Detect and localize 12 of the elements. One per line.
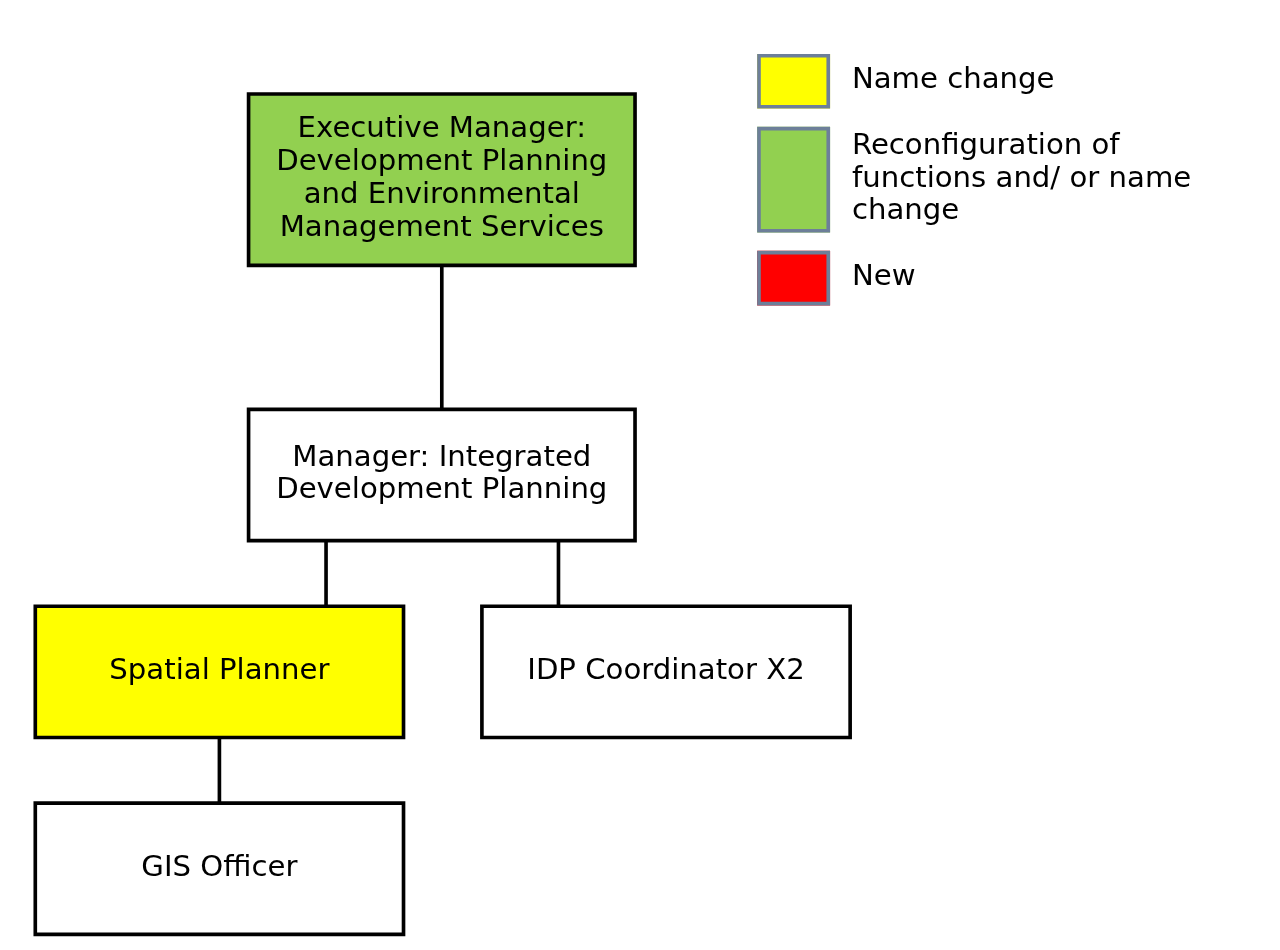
connector: [323, 541, 328, 606]
node-box: Executive Manager: Development Planning and Environmental Management Services: [246, 92, 637, 268]
connector: [439, 265, 444, 410]
connector: [217, 737, 221, 803]
connector: [556, 541, 560, 606]
node-box: Spatial Planner: [32, 604, 405, 740]
node-box: GIS Officer: [32, 801, 405, 937]
legend-label: Reconfiguration of functions and/ or name change: [851, 126, 1191, 227]
legend-label: Name change: [851, 61, 1055, 96]
node-box: IDP Coordinator X2: [479, 604, 852, 740]
node-box: Manager: Integrated Development Planning: [246, 407, 637, 543]
legend-label: New: [851, 258, 916, 293]
